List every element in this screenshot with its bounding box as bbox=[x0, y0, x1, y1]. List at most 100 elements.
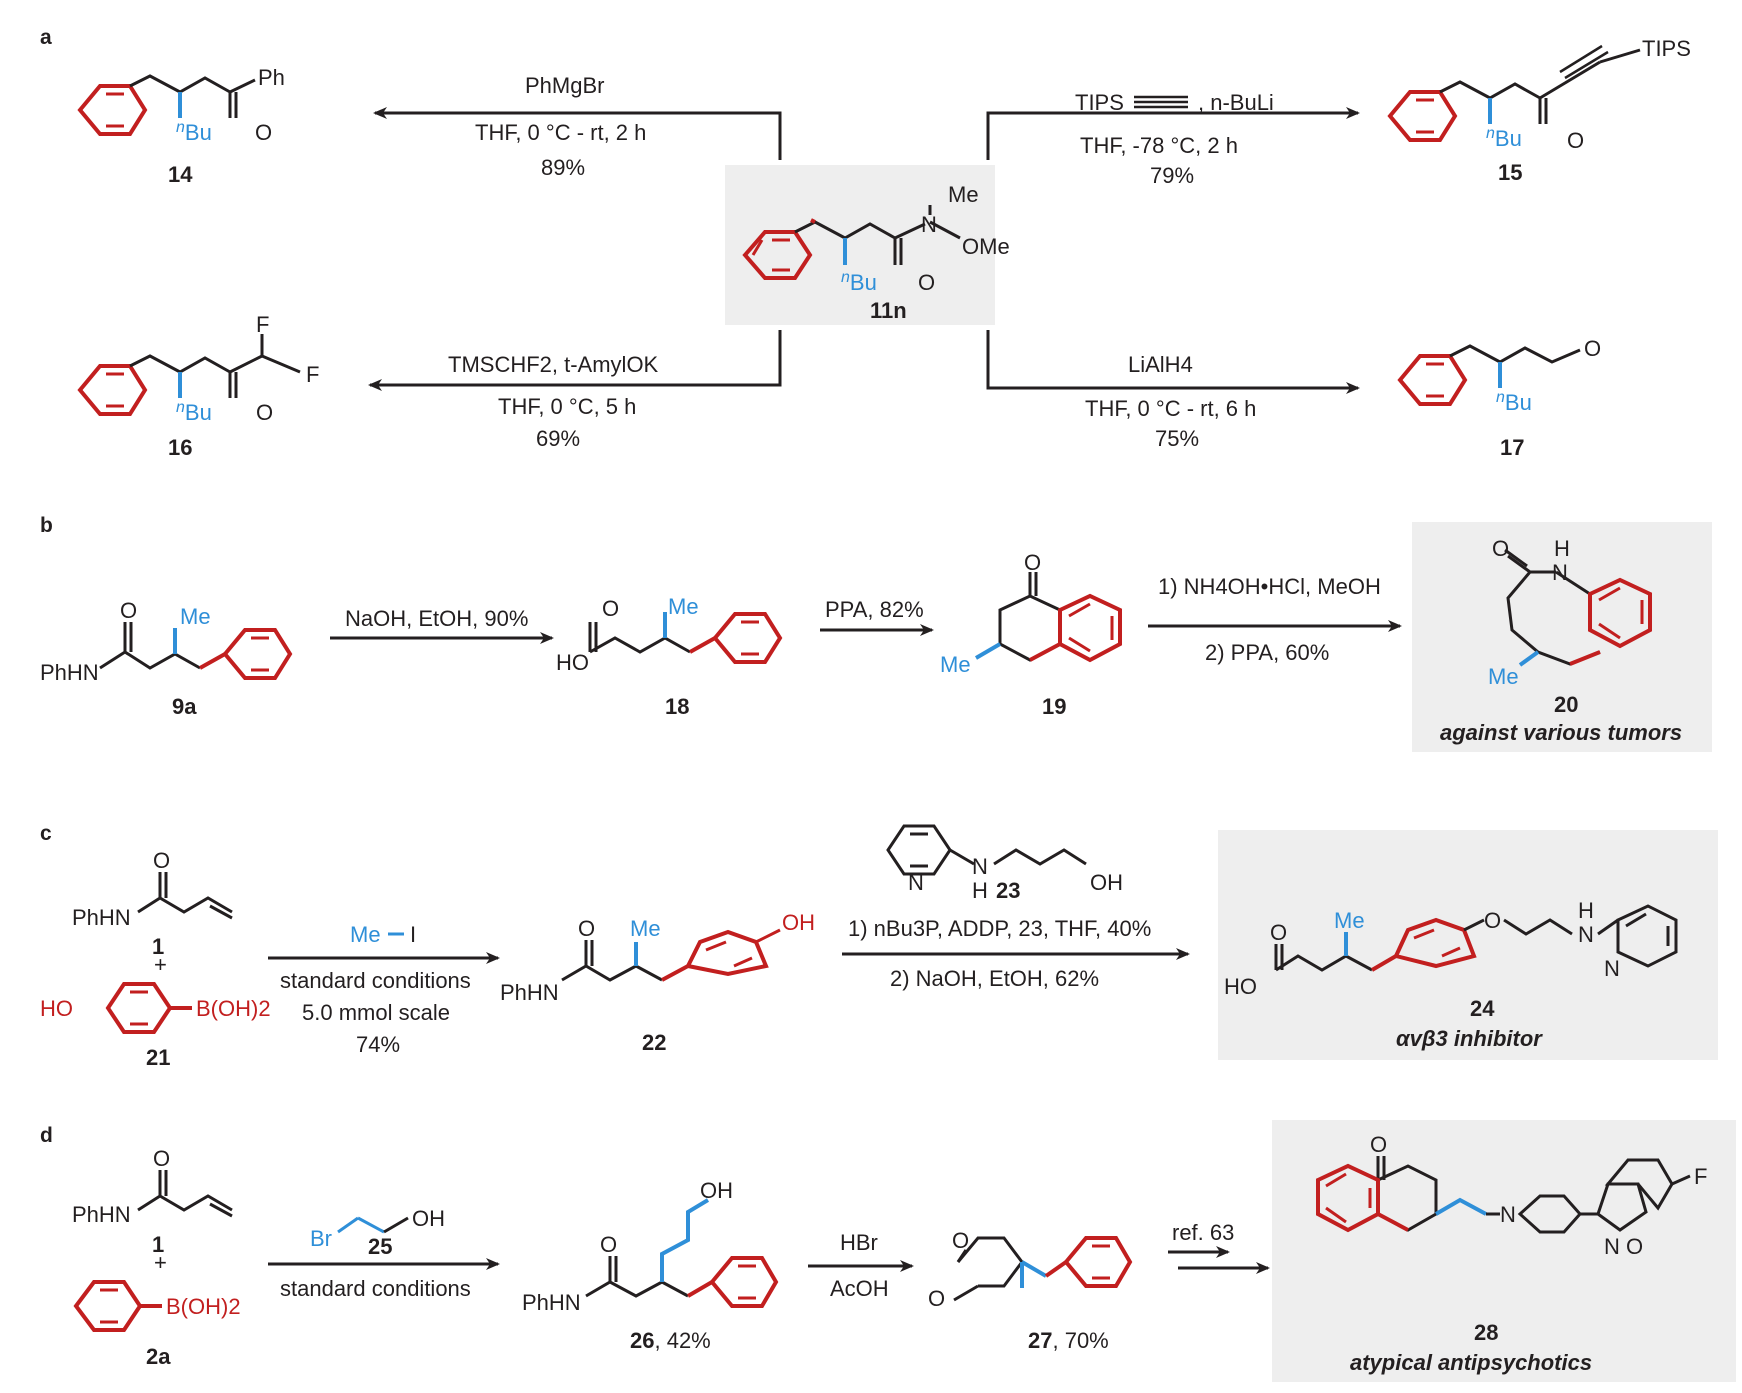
label-17-bu: nBu bbox=[1496, 389, 1532, 415]
label-28-f: F bbox=[1694, 1164, 1707, 1189]
reagent-c-i: I bbox=[410, 922, 416, 947]
arrow-to-17 bbox=[986, 330, 1360, 394]
label-11n-o: O bbox=[918, 270, 935, 295]
label-21-ho: HO bbox=[40, 996, 73, 1021]
label-27-o2: O bbox=[928, 1286, 945, 1311]
section-label-a: a bbox=[40, 26, 52, 49]
label-2a-b: B(OH)2 bbox=[166, 1294, 241, 1319]
label-24-me: Me bbox=[1334, 908, 1365, 933]
tag-24: αvβ3 inhibitor bbox=[1396, 1026, 1543, 1051]
compound-id-1d: 1 bbox=[152, 1232, 164, 1257]
compound-id-15: 15 bbox=[1498, 160, 1522, 185]
compound-id-1c: 1 bbox=[152, 934, 164, 959]
compound-11n bbox=[742, 205, 961, 280]
compound-9a bbox=[99, 622, 293, 680]
plus-c: + bbox=[154, 952, 167, 977]
compound-id-19: 19 bbox=[1042, 694, 1066, 719]
label-18-ho: HO bbox=[556, 650, 589, 675]
reagent-16-line2: THF, 0 °C, 5 h bbox=[498, 394, 636, 419]
section-label-b: b bbox=[40, 514, 53, 537]
tag-28: atypical antipsychotics bbox=[1350, 1350, 1592, 1375]
compound-22 bbox=[561, 928, 781, 982]
compound-24 bbox=[1274, 904, 1678, 972]
reagent-b3a: 1) NH4OH•HCl, MeOH bbox=[1158, 574, 1381, 599]
reagent-b2: PPA, 82% bbox=[825, 597, 924, 622]
label-15-tips: TIPS bbox=[1642, 36, 1691, 61]
compound-19 bbox=[974, 572, 1122, 663]
label-9a-o: O bbox=[120, 598, 137, 623]
label-24-h: H bbox=[1578, 898, 1594, 923]
compound-23 bbox=[886, 824, 1087, 876]
compound-id-18: 18 bbox=[665, 694, 689, 719]
label-1c-phhn: PhHN bbox=[72, 905, 131, 930]
label-11n-n: N bbox=[921, 212, 937, 237]
label-19-o: O bbox=[1024, 550, 1041, 575]
label-23-nh: N bbox=[972, 854, 988, 879]
label-16-bu: nBu bbox=[176, 399, 212, 425]
reagent-c2b: 2) NaOH, EtOH, 62% bbox=[890, 966, 1099, 991]
label-18-me: Me bbox=[668, 594, 699, 619]
label-28-o: O bbox=[1370, 1132, 1387, 1157]
compound-15 bbox=[1387, 44, 1641, 142]
section-label-d: d bbox=[40, 1124, 53, 1147]
reagent-d2a: HBr bbox=[840, 1230, 878, 1255]
reagent-16-yield: 69% bbox=[536, 426, 580, 451]
compound-26-caption: 26, 42% bbox=[630, 1328, 711, 1353]
compound-id-2a: 2a bbox=[146, 1344, 171, 1369]
label-26-o: O bbox=[600, 1232, 617, 1257]
label-28-n: N bbox=[1500, 1202, 1516, 1227]
reagent-17-yield: 75% bbox=[1155, 426, 1199, 451]
label-23-oh: OH bbox=[1090, 870, 1123, 895]
reagent-14-line1: PhMgBr bbox=[525, 73, 604, 98]
reagent-d-cond: standard conditions bbox=[280, 1276, 471, 1301]
label-25-br: Br bbox=[310, 1226, 332, 1251]
label-20-h: H bbox=[1554, 536, 1570, 561]
compound-id-28: 28 bbox=[1474, 1320, 1498, 1345]
compound-id-20: 20 bbox=[1554, 692, 1578, 717]
compound-id-25: 25 bbox=[368, 1234, 392, 1259]
label-24-n: N bbox=[1604, 956, 1620, 981]
panel-11n bbox=[725, 165, 995, 325]
label-17-o: O bbox=[1584, 336, 1601, 361]
compound-14 bbox=[77, 74, 256, 136]
reagent-17-line2: THF, 0 °C - rt, 6 h bbox=[1085, 396, 1256, 421]
reagent-c-cond3: 74% bbox=[356, 1032, 400, 1057]
label-16-f2: F bbox=[306, 362, 319, 387]
compound-18 bbox=[588, 612, 783, 664]
label-16-o: O bbox=[256, 400, 273, 425]
reagent-15-base: , n-BuLi bbox=[1198, 90, 1274, 115]
section-label-c: c bbox=[40, 822, 52, 845]
compound-17 bbox=[1397, 344, 1581, 406]
compound-id-9a: 9a bbox=[172, 694, 197, 719]
compound-27 bbox=[953, 1236, 1133, 1302]
reagent-c-me: Me bbox=[350, 922, 381, 947]
compound-20 bbox=[1504, 548, 1652, 667]
reagent-15-tips: TIPS bbox=[1075, 90, 1124, 115]
label-28-ox: O bbox=[1626, 1234, 1643, 1259]
reagent-c-cond2: 5.0 mmol scale bbox=[302, 1000, 450, 1025]
compound-1-d bbox=[137, 1170, 233, 1218]
panel-28 bbox=[1272, 1120, 1736, 1382]
compound-16 bbox=[77, 334, 301, 416]
tag-20: against various tumors bbox=[1440, 720, 1682, 745]
reagent-15-yield: 79% bbox=[1150, 163, 1194, 188]
compound-2a bbox=[73, 1280, 162, 1332]
compound-id-24: 24 bbox=[1470, 996, 1495, 1021]
reagent-c2a: 1) nBu3P, ADDP, 23, THF, 40% bbox=[848, 916, 1151, 941]
label-28-nx: N bbox=[1604, 1234, 1620, 1259]
compound-28 bbox=[1316, 1156, 1691, 1234]
reagent-d2b: AcOH bbox=[830, 1276, 889, 1301]
label-11n-ome: OMe bbox=[962, 234, 1010, 259]
label-9a-phhn: PhHN bbox=[40, 660, 99, 685]
reagent-25-structure bbox=[337, 1216, 409, 1234]
compound-26 bbox=[585, 1198, 779, 1308]
reagent-b1: NaOH, EtOH, 90% bbox=[345, 606, 528, 631]
label-20-o: O bbox=[1492, 536, 1509, 561]
label-11n-bu: nBu bbox=[841, 269, 877, 295]
label-1c-o: O bbox=[153, 848, 170, 873]
reagent-15-line2: THF, -78 °C, 2 h bbox=[1080, 133, 1238, 158]
label-14-bu: nBu bbox=[176, 119, 212, 145]
panel-20 bbox=[1412, 522, 1712, 752]
label-24-oe: O bbox=[1484, 908, 1501, 933]
